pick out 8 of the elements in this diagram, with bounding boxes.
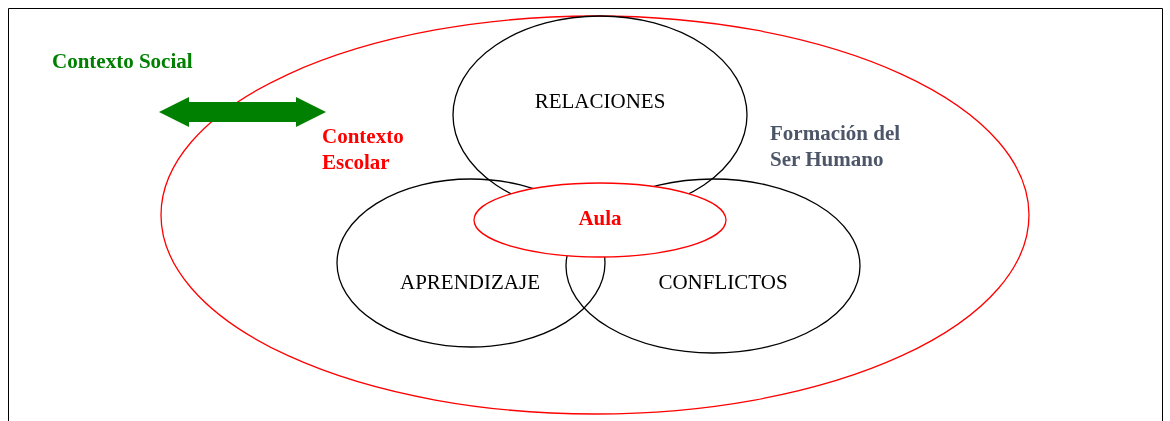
context-label: Contexto Social: [52, 48, 193, 75]
formation-label: Formación del Ser Humano: [770, 120, 902, 173]
circle-label: RELACIONES: [534, 87, 666, 115]
circle-label: Aula: [578, 204, 622, 232]
circle-label: CONFLICTOS: [658, 268, 788, 296]
context-label: Contexto Escolar: [322, 123, 405, 176]
circle-label: APRENDIZAJE: [400, 268, 540, 296]
double-arrow: [159, 97, 326, 127]
